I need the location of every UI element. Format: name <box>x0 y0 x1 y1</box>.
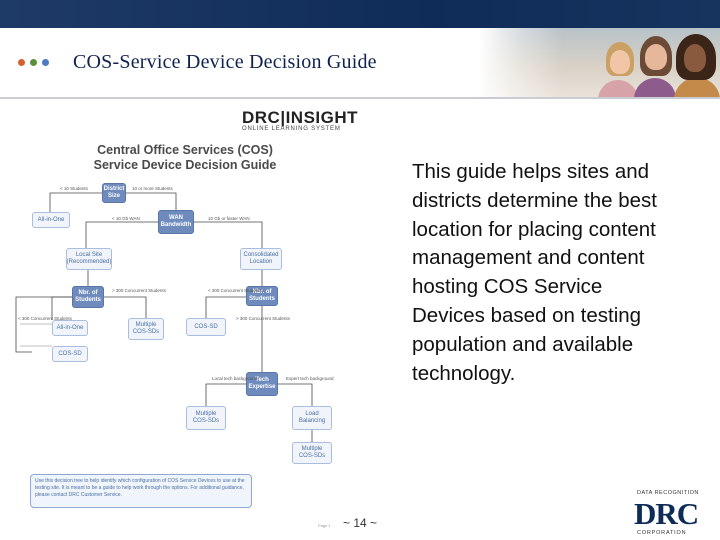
node-nbr-students-left: Nbr. of Students <box>72 286 104 308</box>
logo-tagline: ONLINE LEARNING SYSTEM <box>242 126 341 132</box>
edge <box>104 296 147 318</box>
node-district-size: District Size <box>102 183 126 203</box>
slide-title: COS-Service Device Decision Guide <box>73 51 377 73</box>
node-multiple-cos-left: Multiple COS-SDs <box>128 318 164 340</box>
node-cos-sd-left: COS-SD <box>52 346 88 362</box>
node-consolidated: Consolidated Location <box>240 248 282 270</box>
edge-label: < 300 Concurrent Students <box>18 316 72 321</box>
guide-title-line2: Service Device Decision Guide <box>93 158 277 172</box>
title-bullets <box>18 59 49 66</box>
drc-logo: DRC <box>634 496 699 531</box>
edge <box>85 221 160 248</box>
edge-label: Local tech background <box>212 376 258 381</box>
node-load-balancing: Load Balancing <box>292 406 332 430</box>
edge-label: < 10 Gb WAN <box>112 216 140 221</box>
header-divider <box>0 97 720 99</box>
top-bar <box>0 0 720 28</box>
node-tech-expertise: Tech Expertise <box>246 372 278 396</box>
guide-footnote: Use this decision tree to help identify … <box>30 474 252 508</box>
edge-label: 10 or more Students <box>132 186 173 191</box>
header-photo <box>478 28 720 98</box>
node-multiple-cos-final: Multiple COS-SDs <box>292 442 332 464</box>
drc-logo-bottom-text: CORPORATION <box>637 530 687 536</box>
edge-label: < 300 Concurrent Students <box>208 288 262 293</box>
node-multiple-cos-bottom: Multiple COS-SDs <box>186 406 226 430</box>
guide-title-line1: Central Office Services (COS) <box>97 143 273 157</box>
node-wan-bandwidth: WAN Bandwidth <box>158 210 194 234</box>
node-nbr-students-right: Nbr. of Students <box>246 286 278 306</box>
edge <box>15 296 72 353</box>
edge <box>278 383 313 406</box>
node-cos-sd-right: COS-SD <box>186 318 226 336</box>
edge <box>205 296 246 318</box>
edge-label: 10 Gb or faster WAN <box>208 216 250 221</box>
page-number: ~ 14 ~ <box>343 516 378 530</box>
edge <box>124 192 177 212</box>
guide-title: Central Office Services (COS) Service De… <box>85 143 285 173</box>
logo-wordmark: DRC|INSIGHT <box>242 108 359 127</box>
edge-label: > 300 Concurrent Students <box>112 288 166 293</box>
edge <box>51 296 72 320</box>
drc-insight-logo: DRC|INSIGHT ONLINE LEARNING SYSTEM <box>242 108 359 136</box>
drc-logo-top-text: DATA RECOGNITION <box>637 490 699 496</box>
bullet-dot-orange <box>18 59 25 66</box>
slide-body-text: This guide helps sites and districts det… <box>412 160 657 385</box>
edge-label: Expert tech background <box>286 376 334 381</box>
edge <box>192 221 263 248</box>
bullet-dot-blue <box>42 59 49 66</box>
edge-label: > 300 Concurrent Students <box>236 316 290 321</box>
edge-label: < 10 Students <box>60 186 88 191</box>
edge <box>205 383 246 406</box>
node-all-in-one-top: All-in-One <box>32 212 70 228</box>
edge <box>49 192 104 212</box>
node-local-site: Local Site (Recommended) <box>66 248 112 270</box>
node-all-in-one-mid: All-in-One <box>52 320 88 336</box>
guide-page-label: Page 1 <box>318 523 331 528</box>
bullet-dot-green <box>30 59 37 66</box>
